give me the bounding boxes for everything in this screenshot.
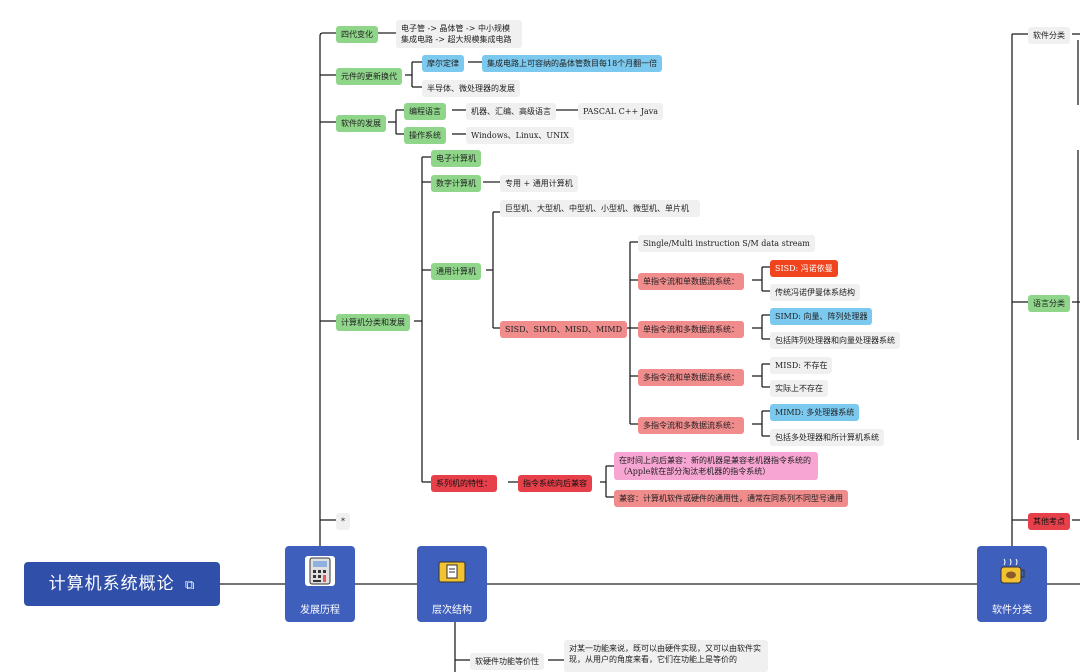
misd-node[interactable]: 多指令流和单数据流系统： [638,369,744,386]
os-node[interactable]: 操作系统 [404,127,446,144]
root-topic[interactable]: 计算机系统概论 ⧉ [24,562,220,606]
os-list-node[interactable]: Windows、Linux、UNIX [466,127,574,144]
compat-node[interactable]: 指令系统向后兼容 [518,475,592,492]
mimd-node[interactable]: 多指令流和多数据流系统： [638,417,744,434]
general-sizes[interactable]: 巨型机、大型机、中型机、小型机、微型机、单片机 [500,200,700,217]
equiv-text[interactable]: 对某一功能来说，既可以由硬件实现，又可以由软件实现，从用户的角度来看，它们在功能… [564,640,768,672]
link-icon[interactable]: ⧉ [185,578,196,593]
stream-node[interactable]: Single/Multi instruction S/M data stream [638,235,815,252]
history-hub-label: 发展历程 [300,605,340,616]
mimd-a[interactable]: MIMD: 多处理器系统 [770,404,860,421]
compat-a[interactable]: 在时间上向后兼容：新的机器是兼容老机器指令系统的（Apple就在部分淘汰老机器的… [614,452,818,480]
software-dev-node[interactable]: 软件的发展 [336,115,386,132]
component-node[interactable]: 元件的更新换代 [336,68,402,85]
moore-text[interactable]: 集成电路上可容纳的晶体管数目每18个月翻一倍 [482,55,663,72]
root-title: 计算机系统概论 [48,574,175,594]
misd-a[interactable]: MISD: 不存在 [770,357,833,374]
compat-b[interactable]: 兼容：计算机软件或硬件的通用性，通常在同系列不同型号通用 [614,490,848,507]
sisd-node[interactable]: 单指令流和单数据流系统： [638,273,744,290]
simd-b[interactable]: 包括阵列处理器和向量处理器系统 [770,332,900,349]
layers-hub-label: 层次结构 [432,605,472,616]
software-cat-node[interactable]: 软件分类 [1028,27,1070,44]
series-node[interactable]: 系列机的特性： [431,475,497,492]
simd-node[interactable]: 单指令流和多数据流系统： [638,321,744,338]
semi-node[interactable]: 半导体、微处理器的发展 [422,80,520,97]
classify-node[interactable]: 计算机分类和发展 [336,314,410,331]
folder-document-icon [437,556,467,586]
prog-lang-node[interactable]: 编程语言 [404,103,446,120]
simd-a[interactable]: SIMD: 向量、阵列处理器 [770,308,873,325]
sisd-b[interactable]: 传统冯诺伊曼体系结构 [770,284,860,301]
prog-kinds-node[interactable]: 机器、汇编、高级语言 [466,103,556,120]
misd-b[interactable]: 实际上不存在 [770,380,828,397]
digital-detail[interactable]: 专用 + 通用计算机 [500,175,578,192]
gen-detail[interactable]: 电子管 -> 晶体管 -> 中小规模集成电路 -> 超大规模集成电路 [396,20,522,48]
star-node[interactable]: * [336,513,350,530]
layers-hub[interactable]: 层次结构 [417,546,487,622]
history-hub[interactable]: 发展历程 [285,546,355,622]
equiv-node[interactable]: 软硬件功能等价性 [470,653,544,670]
coffee-cup-icon [997,556,1027,586]
calculator-icon [305,556,335,586]
prog-list-node[interactable]: PASCAL C++ Java [578,103,663,120]
sisd-a[interactable]: SISD: 冯诺依曼 [770,260,838,277]
general-node[interactable]: 通用计算机 [431,263,481,280]
digital-node[interactable]: 数字计算机 [431,175,481,192]
electronic-node[interactable]: 电子计算机 [431,150,481,167]
gen-node[interactable]: 四代变化 [336,26,378,43]
lang-cat-node[interactable]: 语言分类 [1028,295,1070,312]
moore-node[interactable]: 摩尔定律 [422,55,464,72]
other-node[interactable]: 其他考点 [1028,513,1070,530]
flynn-node[interactable]: SISD、SIMD、MISD、MIMD [500,321,627,338]
mimd-b[interactable]: 包括多处理器和所计算机系统 [770,429,884,446]
software-hub[interactable]: 软件分类 [977,546,1047,622]
software-hub-label: 软件分类 [992,605,1032,616]
